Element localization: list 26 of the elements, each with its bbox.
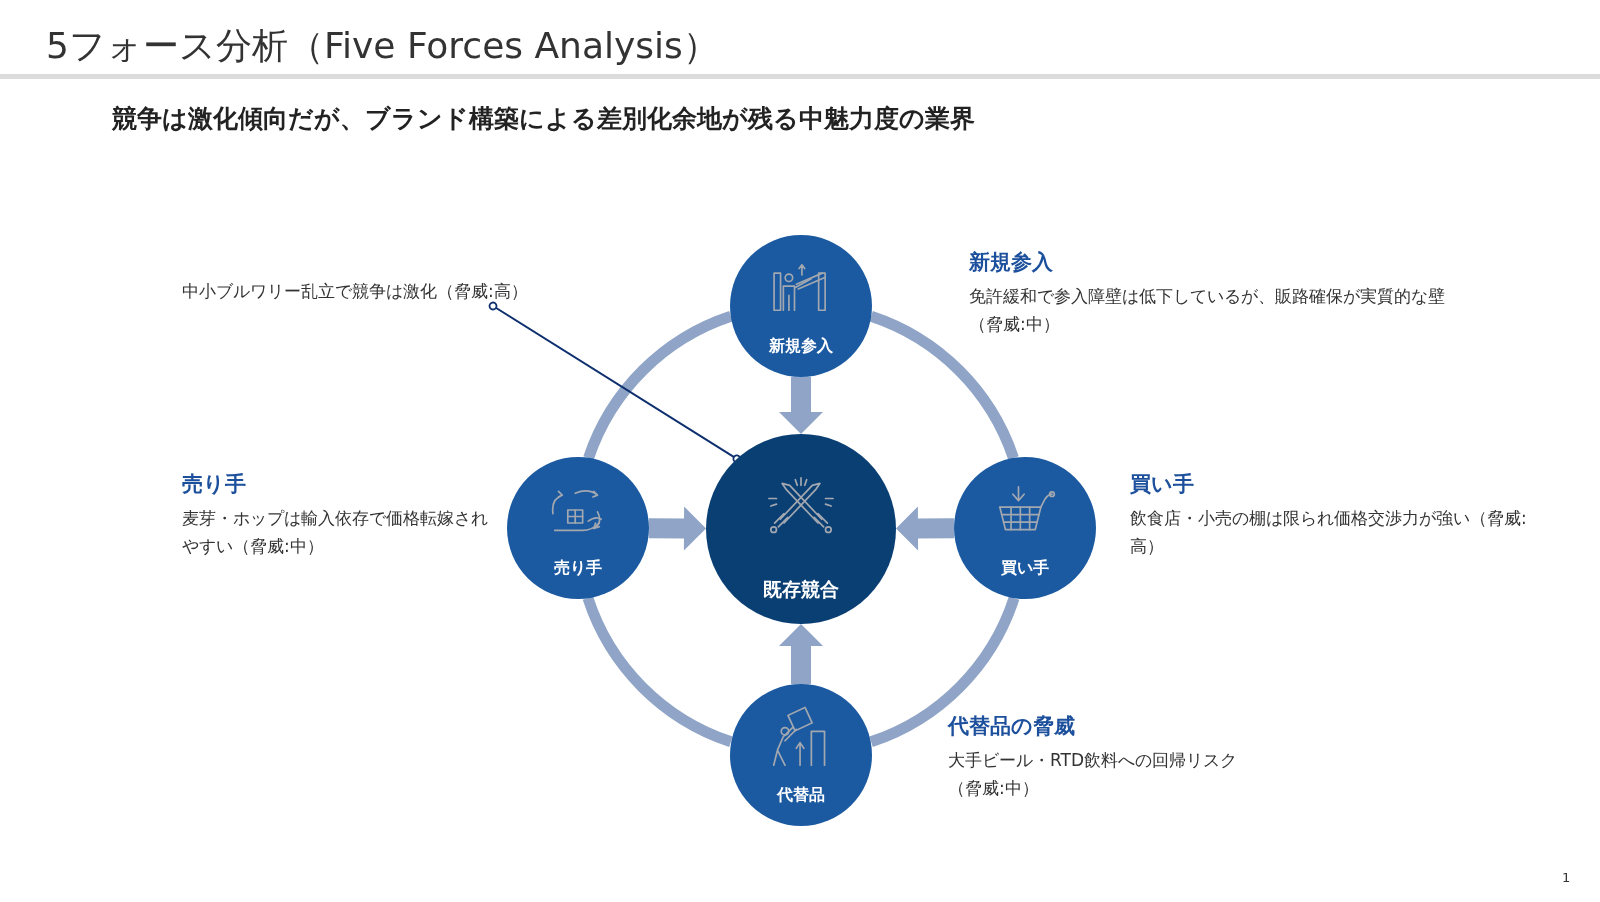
force-heading: 買い手: [1130, 471, 1194, 498]
force-heading: 売り手: [182, 471, 246, 498]
force-label: 既存競合: [762, 576, 840, 602]
force-description: 麦芽・ホップは輸入依存で価格転嫁されやすい（脅威:中）: [182, 507, 489, 558]
force-label: 買い手: [1000, 557, 1050, 579]
ring-arc: [583, 311, 733, 460]
block-arrow: [896, 506, 955, 551]
block-arrow: [779, 377, 823, 434]
subtitle: 競争は激化傾向だが、ブランド構築による差別化余地が残る中魅力度の業界: [112, 103, 975, 135]
force-label: 代替品: [775, 784, 826, 806]
ring-arc: [869, 596, 1020, 747]
leader-line: [488, 301, 742, 464]
ring-arc: [582, 596, 733, 747]
page-title: 5フォース分析（Five Forces Analysis）: [46, 24, 719, 68]
page-number: 1: [1562, 870, 1571, 885]
block-arrow: [648, 506, 706, 551]
force-heading: 代替品の脅威: [948, 713, 1075, 740]
block-arrow: [779, 624, 823, 684]
ring-arc: [869, 311, 1019, 460]
force-label: 売り手: [553, 557, 603, 579]
force-description: 大手ビール・RTD飲料への回帰リスク（脅威:中）: [948, 749, 1239, 800]
force-heading: 新規参入: [969, 249, 1053, 276]
callout-text: 中小ブルワリー乱立で競争は激化（脅威:高）: [182, 279, 528, 303]
force-label: 新規参入: [768, 335, 834, 357]
force-description: 免許緩和で参入障壁は低下しているが、販路確保が実質的な壁（脅威:中）: [969, 285, 1446, 336]
force-description: 飲食店・小売の棚は限られ価格交渉力が強い（脅威:高）: [1130, 507, 1528, 558]
